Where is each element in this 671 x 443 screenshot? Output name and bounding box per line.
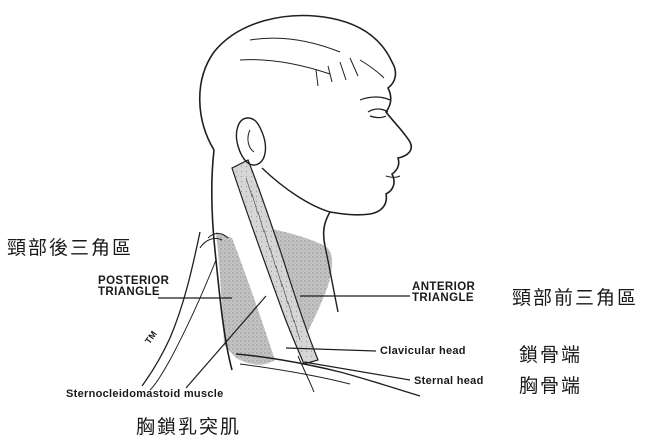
sternocleidomastoid-en-label: Sternocleidomastoid muscle [66,388,224,400]
anterior-triangle-cn-label: 頸部前三角區 [512,283,638,310]
ear-inner [248,130,254,152]
posterior-triangle-en-line2: TRIANGLE [98,287,169,298]
head-outline [200,16,412,246]
anterior-triangle-en-label: ANTERIOR TRIANGLE [412,282,475,304]
sternocleidomastoid-cn-label: 胸鎖乳突肌 [136,412,241,439]
sternal-head-cn-label: 胸骨端 [519,371,582,398]
clavicular-head-cn-label: 鎖骨端 [519,340,582,367]
anterior-triangle-en-line2: TRIANGLE [412,293,475,304]
clavicular-head-en-label: Clavicular head [380,345,466,357]
hair-strands [240,38,384,86]
eye [368,109,388,118]
trapezius-line [142,232,200,386]
posterior-triangle-en-label: POSTERIOR TRIANGLE [98,276,169,298]
posterior-triangle-cn-label: 頸部後三角區 [7,233,133,260]
sternal-head-en-label: Sternal head [414,375,484,387]
ear [236,118,265,165]
jaw-line [262,168,330,212]
brow [360,97,390,100]
